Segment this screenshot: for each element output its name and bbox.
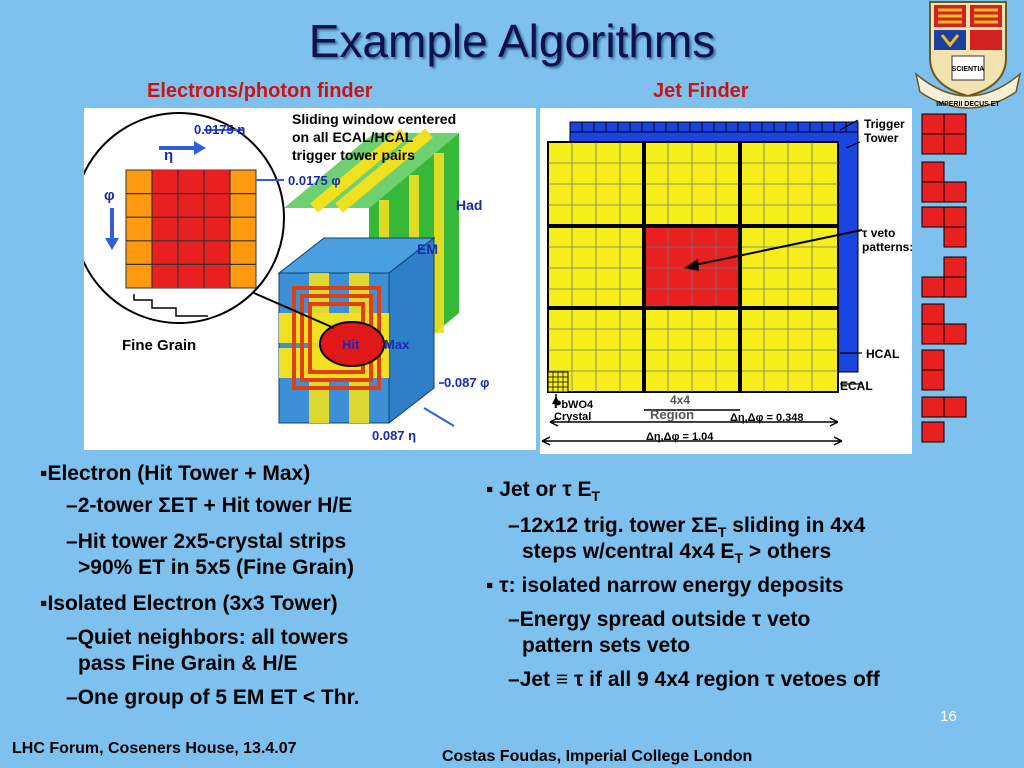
tau-veto-patterns	[921, 113, 967, 443]
region-label-1: 4x4	[670, 393, 690, 407]
region-label-2: Region	[650, 407, 694, 422]
right-sub-2-cont: pattern sets veto	[522, 634, 691, 657]
eta-size-label: 0.0175 η	[194, 122, 245, 137]
left-sub-2: –Hit tower 2x5-crystal strips	[66, 530, 347, 553]
trigger-tower-label-2: Tower	[864, 131, 899, 145]
svg-text:IMPERII DECUS ET: IMPERII DECUS ET	[936, 101, 1000, 108]
ecal-label: ECAL	[840, 379, 873, 393]
eta-tower-label: 0.087 η	[372, 428, 416, 443]
fine-grain-label: Fine Grain	[122, 337, 196, 354]
max-label: Max	[384, 337, 410, 352]
caption-line-2: on all ECAL/HCAL	[292, 129, 414, 145]
electron-finder-heading: Electrons/photon finder	[147, 80, 373, 102]
phi-arrow-label: φ	[104, 187, 115, 204]
left-bullet-1: ▪Electron (Hit Tower + Max)	[40, 462, 311, 485]
hit-label: Hit	[342, 337, 360, 352]
small-dimension-label: Δη,Δφ = 0.348	[730, 412, 804, 424]
eta-arrow-label: η	[164, 147, 173, 164]
right-sub-2: –Energy spread outside τ veto	[508, 608, 811, 631]
phi-size-label: 0.0175 φ	[288, 173, 341, 188]
tau-veto-label-2: patterns:	[862, 240, 912, 254]
tau-veto-label-1: τ veto	[862, 226, 895, 240]
large-dimension-label: Δη,Δφ = 1.04	[646, 431, 714, 443]
pbwo4-label-1: PbWO4	[554, 399, 594, 411]
page-number: 16	[940, 708, 957, 725]
trigger-tower-label-1: Trigger	[864, 117, 905, 131]
left-bullet-2: ▪Isolated Electron (3x3 Tower)	[40, 592, 338, 615]
right-sub-3: –Jet ≡ τ if all 9 4x4 region τ vetoes of…	[508, 668, 880, 691]
right-sub-1: –12x12 trig. tower ΣET sliding in 4x4	[508, 514, 866, 541]
jet-finder-diagram: Trigger Tower τ veto patterns: HCAL ECAL…	[540, 108, 912, 454]
hcal-label: HCAL	[866, 347, 899, 361]
college-crest-logo: SCIENTIA IMPERII DECUS ET	[914, 1, 1022, 109]
left-sub-3-cont: pass Fine Grain & H/E	[78, 652, 298, 675]
left-sub-3: –Quiet neighbors: all towers	[66, 626, 349, 649]
slide-title: Example Algorithms	[308, 15, 716, 67]
fine-grain-grid	[125, 169, 257, 289]
left-sub-1: –2-tower ΣET + Hit tower H/E	[66, 494, 353, 517]
caption-line-3: trigger tower pairs	[292, 147, 415, 163]
left-sub-2-cont: >90% ET in 5x5 (Fine Grain)	[78, 556, 355, 579]
phi-tower-label: 0.087 φ	[444, 375, 489, 390]
svg-text:SCIENTIA: SCIENTIA	[952, 66, 985, 73]
jet-finder-heading: Jet Finder	[653, 80, 749, 102]
caption-line-1: Sliding window centered	[292, 111, 456, 127]
em-label: EM	[417, 241, 438, 257]
right-bullet-2: ▪ τ: isolated narrow energy deposits	[486, 574, 844, 597]
electron-finder-diagram: 0.0175 η η 0.0175 φ φ Sliding window cen…	[84, 108, 536, 450]
pbwo4-label-2: Crystal	[554, 411, 591, 423]
footer-right: Costas Foudas, Imperial College London	[442, 748, 753, 765]
em-cube	[277, 236, 436, 425]
left-sub-4: –One group of 5 EM ET < Thr.	[66, 686, 360, 709]
had-label: Had	[456, 197, 482, 213]
footer-left: LHC Forum, Coseners House, 13.4.07	[12, 740, 297, 757]
right-bullet-1: ▪ Jet or τ ET	[486, 478, 601, 505]
right-sub-1-cont: steps w/central 4x4 ET > others	[522, 540, 832, 567]
